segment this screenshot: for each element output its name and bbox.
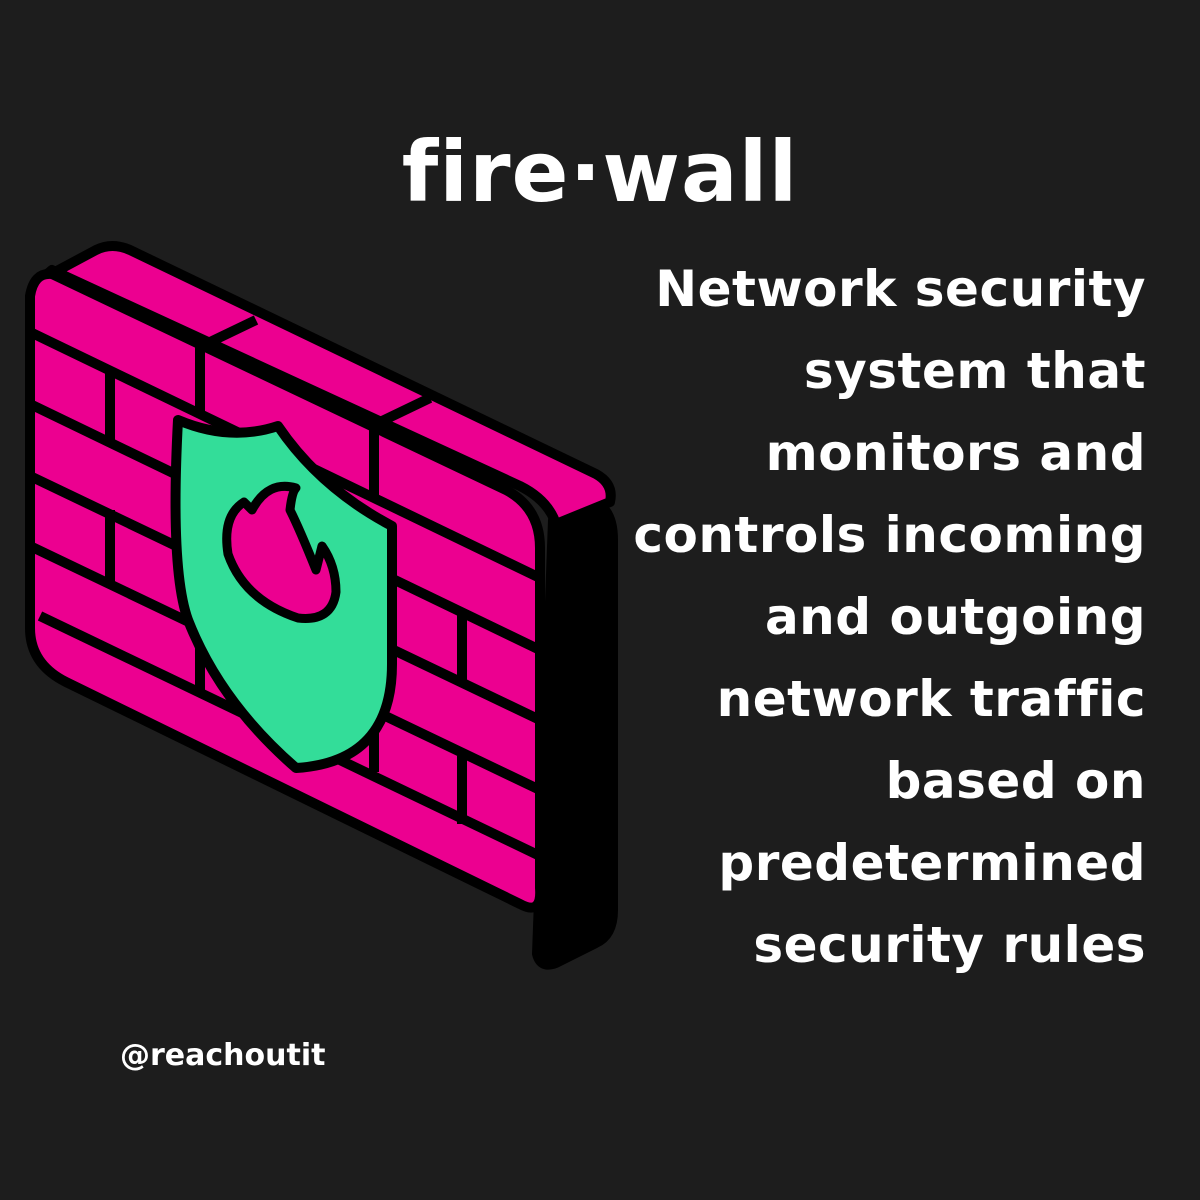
firewall-illustration <box>0 220 640 980</box>
social-handle: @reachoutit <box>120 1038 326 1073</box>
definition-line: based on <box>885 752 1146 810</box>
definition-line: and outgoing <box>764 588 1146 646</box>
page-title: fire·wall <box>401 123 799 221</box>
wall-side-face <box>532 498 618 970</box>
definition-line: predetermined <box>718 834 1146 892</box>
definition-line: security rules <box>753 916 1146 974</box>
definition-line: system that <box>803 342 1146 400</box>
flame-icon <box>222 481 341 623</box>
wall-top-face <box>35 241 616 529</box>
definition-line: Network security <box>655 260 1146 318</box>
definition-line: controls incoming <box>633 506 1146 564</box>
definition-text: Network security system that monitors an… <box>586 248 1146 986</box>
definition-line: monitors and <box>765 424 1146 482</box>
definition-line: network traffic <box>716 670 1146 728</box>
